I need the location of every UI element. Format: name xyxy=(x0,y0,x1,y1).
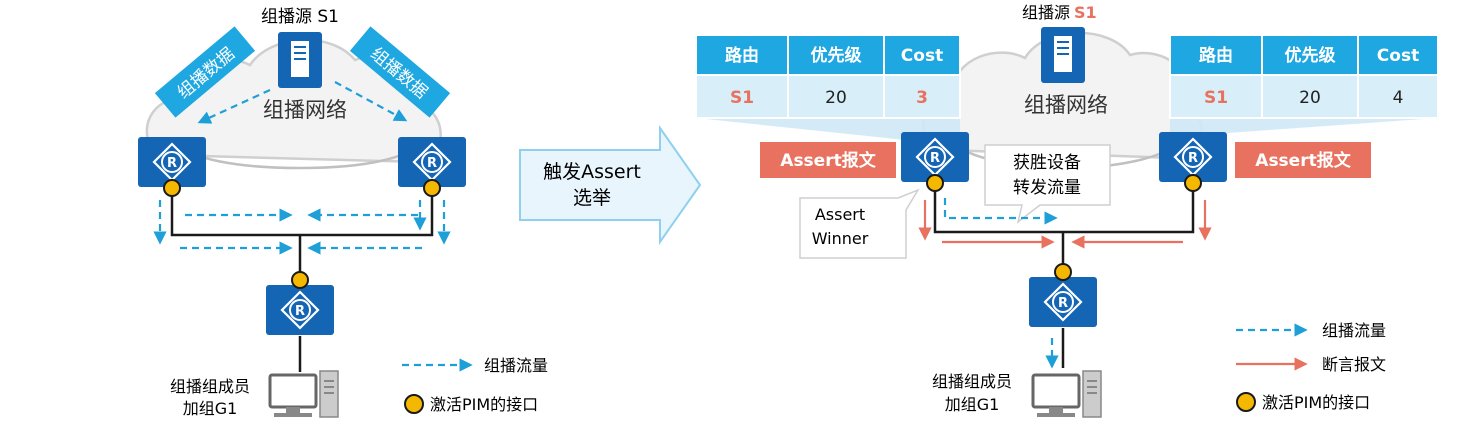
pim-interface-dot xyxy=(1184,174,1202,192)
pim-interface-dot xyxy=(1054,263,1072,281)
table-cell: 3 xyxy=(916,88,928,108)
router-icon xyxy=(264,283,336,337)
pim-interface-dot xyxy=(163,179,181,197)
table-header: Cost xyxy=(901,46,943,66)
router-icon xyxy=(1027,275,1099,329)
source-label: 组播源 S1 xyxy=(261,7,339,27)
forward-label-line1: 获胜设备 xyxy=(1013,153,1081,173)
member-label-line1: 组播组成员 xyxy=(170,377,250,396)
table-cell: S1 xyxy=(730,88,754,108)
trigger-arrow: 触发Assert 选举 xyxy=(519,124,702,246)
legend-assert-msg: 断言报文 xyxy=(1322,355,1386,374)
pc-icon xyxy=(268,369,340,419)
route-table-left: 路由 优先级 Cost S1 20 3 xyxy=(695,34,961,140)
member-label-line1: 组播组成员 xyxy=(932,372,1012,391)
table-header: 优先级 xyxy=(811,45,862,66)
pim-interface-dot xyxy=(291,271,309,289)
server-icon xyxy=(1040,26,1086,84)
assert-tag-left: Assert报文 xyxy=(760,142,896,178)
left-diagram: 组播源 S1 组播网络 组播数据 组播数据 xyxy=(136,7,548,419)
member-label-line2: 加组G1 xyxy=(183,399,238,418)
table-cell: 20 xyxy=(1299,88,1321,108)
svg-text:Assert报文: Assert报文 xyxy=(1255,150,1351,171)
winner-callout: Assert Winner xyxy=(799,188,920,259)
table-header: Cost xyxy=(1377,46,1419,66)
pim-interface-dot xyxy=(926,174,944,192)
table-cell: 20 xyxy=(825,88,847,108)
network-label: 组播网络 xyxy=(1024,93,1108,117)
legend-pim-iface: 激活PIM的接口 xyxy=(430,395,538,414)
server-icon xyxy=(277,31,323,89)
winner-label-line2: Winner xyxy=(812,229,869,248)
legend-mcast-flow: 组播流量 xyxy=(484,356,548,375)
arrow-label-line1: 触发Assert xyxy=(543,161,641,183)
svg-text:Assert报文: Assert报文 xyxy=(780,150,876,171)
assert-tag-right: Assert报文 xyxy=(1235,142,1371,178)
pc-icon xyxy=(1031,369,1103,419)
forward-label-line2: 转发流量 xyxy=(1013,178,1081,198)
legend-mcast-flow: 组播流量 xyxy=(1322,321,1386,340)
table-header: 优先级 xyxy=(1285,45,1336,66)
right-diagram: 组播源 S1 组播网络 路由 优先级 Cost S1 20 3 xyxy=(695,3,1439,419)
table-cell: S1 xyxy=(1204,88,1228,108)
route-table-right: 路由 优先级 Cost S1 20 4 xyxy=(1169,34,1439,135)
legend-pim-iface: 激活PIM的接口 xyxy=(1262,393,1370,412)
table-header: 路由 xyxy=(725,45,759,66)
arrow-label-line2: 选举 xyxy=(573,187,611,209)
network-label: 组播网络 xyxy=(263,98,347,122)
table-header: 路由 xyxy=(1199,45,1233,66)
legend-pim-dot xyxy=(404,394,424,414)
forward-callout: 获胜设备 转发流量 xyxy=(984,144,1111,224)
legend-pim-dot xyxy=(1236,392,1256,412)
source-label-prefix: 组播源 xyxy=(1022,3,1070,22)
winner-label-line1: Assert xyxy=(815,205,865,224)
member-label-line2: 加组G1 xyxy=(945,395,1000,414)
table-cell: 4 xyxy=(1393,88,1404,108)
right-arrow-icon xyxy=(519,124,702,246)
pim-interface-dot xyxy=(423,179,441,197)
source-label-s1: S1 xyxy=(1074,3,1097,22)
